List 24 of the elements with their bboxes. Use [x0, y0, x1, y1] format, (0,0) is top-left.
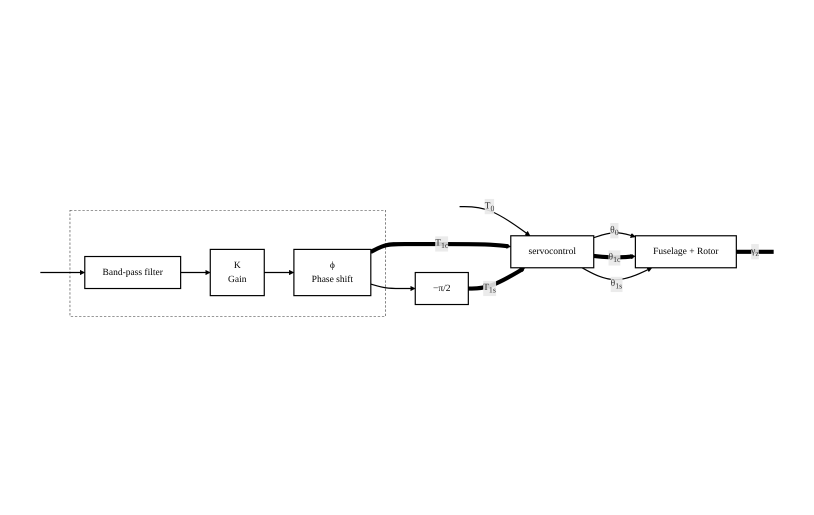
arrow [180, 270, 210, 276]
node-box: ϕ Phase shift [293, 249, 372, 297]
arrow [460, 206, 530, 236]
node-box: −π/2 [414, 272, 469, 306]
cluster [70, 210, 386, 318]
arrow [370, 284, 416, 292]
node-box: Fuselage + Rotor [634, 236, 737, 269]
node-box: Band-pass filter [84, 256, 182, 290]
edge-label: θ$_{1c}$ [608, 252, 621, 264]
arrow [594, 232, 636, 239]
edge-label: θ$_{1s}$ [610, 278, 622, 291]
connector [736, 250, 774, 254]
arrow [264, 270, 294, 276]
node-box: K Gain [210, 249, 265, 297]
edge-label: T$_{1c}$ [435, 238, 448, 250]
arrow [582, 268, 652, 281]
node-box: servocontrol [510, 236, 594, 269]
edge-label: θ$_{0}$ [610, 225, 619, 238]
arrow [40, 270, 86, 276]
edge-label: T$_{0}$ [484, 201, 494, 214]
edge-label: γ$_{z}$ [751, 246, 759, 258]
edge-label: T$_{1s}$ [483, 282, 496, 295]
arrow [370, 242, 512, 254]
arrow [468, 268, 526, 292]
